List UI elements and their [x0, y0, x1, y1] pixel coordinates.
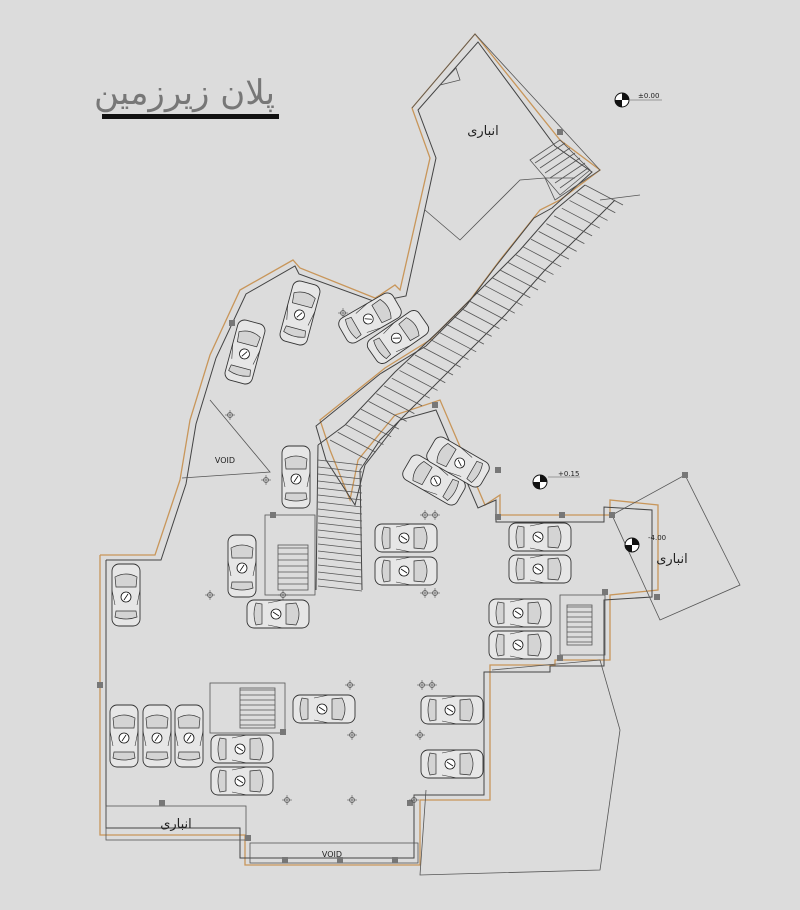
level-mid-text: +0.15: [558, 470, 579, 478]
light-fixture-icon: [347, 730, 357, 740]
car-icon: [508, 522, 572, 552]
car-icon: [210, 766, 274, 796]
column: [270, 512, 276, 518]
stair-top: [529, 139, 591, 196]
light-fixture-icon: [278, 590, 288, 600]
column: [282, 857, 288, 863]
column: [654, 594, 660, 600]
light-fixture-icon: [427, 680, 437, 690]
column: [159, 800, 165, 806]
right-lower-block: [419, 659, 621, 876]
column: [559, 512, 565, 518]
ramp: [317, 184, 624, 471]
light-fixture-icon: [261, 475, 271, 485]
car-icon: [488, 598, 552, 628]
column: [682, 472, 688, 478]
car-icon: [366, 310, 430, 364]
column: [432, 402, 438, 408]
storage-right-wall: [611, 474, 741, 621]
level-marker-mid: [532, 474, 580, 490]
car-icon: [508, 554, 572, 584]
storage-right-label: انباری: [656, 552, 688, 567]
light-fixture-icon: [430, 510, 440, 520]
car-icon: [420, 749, 484, 779]
stair-mid: [264, 514, 316, 596]
car-icon: [210, 734, 274, 764]
storage-top-label: انباری: [467, 124, 499, 139]
storage-top-detail: [438, 67, 461, 86]
light-fixture-icon: [430, 588, 440, 598]
void-bottom-label: VOID: [322, 850, 342, 859]
light-fixtures: [205, 308, 440, 805]
car-icon: [426, 436, 490, 488]
plan-title: پلان زیرزمین: [94, 73, 275, 113]
car-icon: [374, 523, 438, 553]
light-fixture-icon: [420, 510, 430, 520]
light-fixture-icon: [415, 730, 425, 740]
column: [407, 800, 413, 806]
title-underline: [102, 114, 279, 119]
stair-lower: [209, 682, 286, 734]
car-icon: [420, 695, 484, 725]
level-low-text: -4.00: [648, 534, 666, 542]
storage-top-wall: [411, 33, 601, 241]
light-fixture-icon: [420, 588, 430, 598]
column: [557, 129, 563, 135]
car-icon: [246, 599, 310, 629]
car-icon: [281, 445, 311, 509]
light-fixture-icon: [409, 795, 419, 805]
level-top-text: ±0.00: [638, 92, 659, 100]
car-icon: [374, 556, 438, 586]
column: [97, 682, 103, 688]
light-fixture-icon: [347, 795, 357, 805]
column: [392, 857, 398, 863]
stair-right: [559, 594, 606, 656]
ramp-edge: [599, 194, 641, 201]
column: [495, 467, 501, 473]
column: [280, 729, 286, 735]
ramp-lower: [315, 444, 363, 592]
car-icon: [488, 630, 552, 660]
car-icon: [224, 319, 266, 385]
light-fixture-icon: [205, 590, 215, 600]
storage-bottom-wall: [105, 805, 247, 841]
light-fixture-icon: [345, 680, 355, 690]
void-bottom-wall: [249, 842, 419, 864]
void-left-wall: [181, 399, 271, 479]
outer-wall-grey: [105, 41, 653, 859]
car-icon: [292, 694, 356, 724]
car-icon: [402, 454, 466, 506]
column: [245, 835, 251, 841]
car-icon: [279, 280, 321, 346]
light-fixture-icon: [282, 795, 292, 805]
void-left-label: VOID: [215, 456, 235, 465]
column: [495, 514, 501, 520]
car-icon: [174, 704, 204, 768]
column: [602, 589, 608, 595]
light-fixture-icon: [225, 410, 235, 420]
cars: [109, 280, 572, 796]
level-marker-low: [624, 537, 640, 553]
car-icon: [338, 292, 402, 344]
column: [609, 512, 615, 518]
columns: [97, 129, 688, 863]
column: [337, 857, 343, 863]
column: [557, 655, 563, 661]
level-marker-top: [614, 92, 662, 108]
car-icon: [227, 534, 257, 598]
light-fixture-icon: [338, 308, 348, 318]
car-icon: [111, 563, 141, 627]
car-icon: [142, 704, 172, 768]
car-icon: [109, 704, 139, 768]
light-fixture-icon: [417, 680, 427, 690]
column: [229, 320, 235, 326]
storage-bottom-label: انباری: [160, 817, 192, 832]
